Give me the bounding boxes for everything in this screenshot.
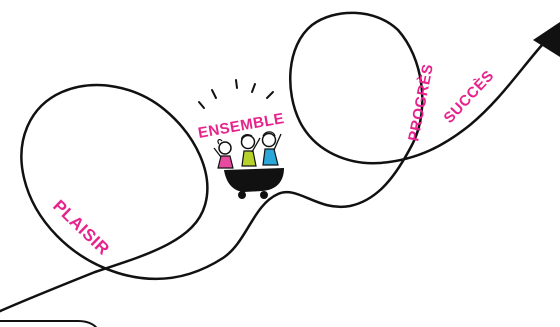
label-progres: PROGRÈS xyxy=(405,62,437,142)
corner-outline xyxy=(0,321,98,327)
person-green xyxy=(242,135,261,166)
label-plaisir: PLAISIR xyxy=(49,196,113,259)
cheer-lines-icon xyxy=(199,80,273,108)
person-blue xyxy=(263,132,282,165)
person-pink xyxy=(214,140,233,168)
roller-coaster-cart-icon xyxy=(214,132,284,199)
label-succes: SUCCÈS xyxy=(440,67,497,127)
